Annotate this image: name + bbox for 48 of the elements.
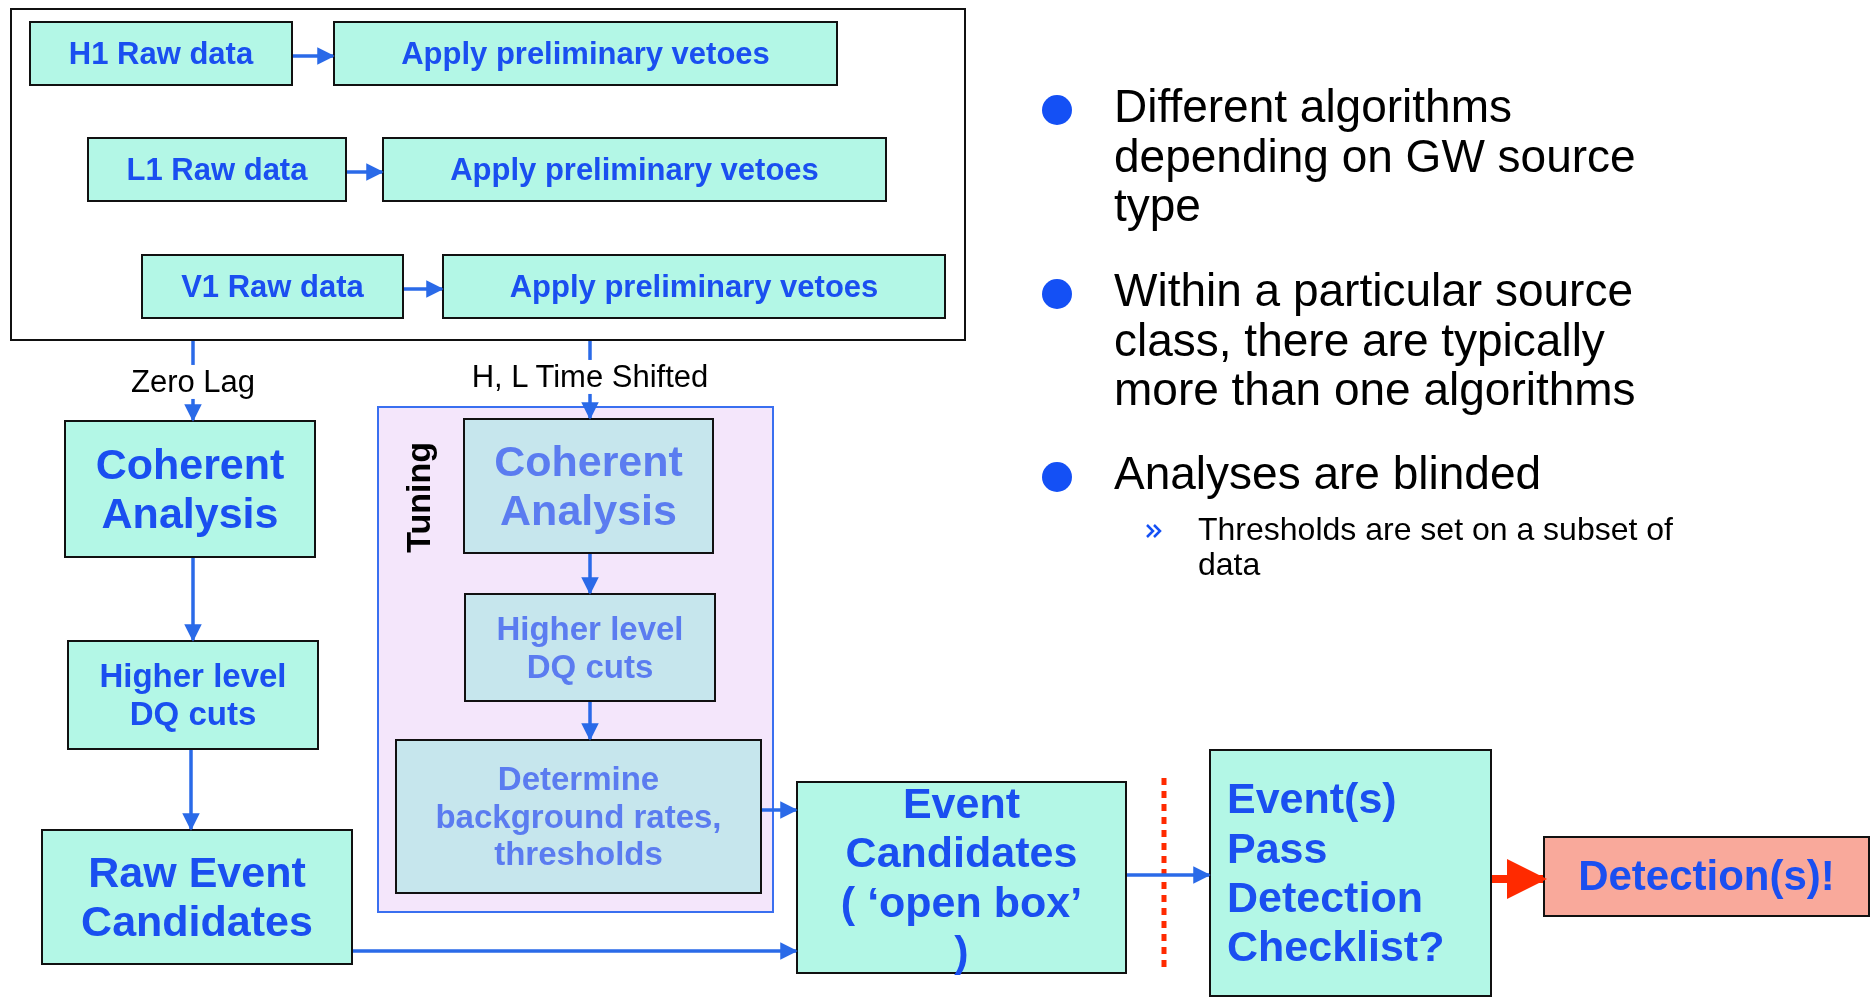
arrow [762,801,798,819]
arrow [293,47,335,65]
arrow [1127,866,1211,884]
process-box [395,739,762,894]
process-box [1209,749,1492,997]
arrow [353,942,798,960]
arrow [184,558,202,642]
process-box [442,254,946,319]
result-box [1543,836,1870,917]
box-label: Event Candidates ( ‘open box’ ) [839,778,1084,977]
bullet-text: Within a particular source class, there are typically more than one algorithms [1114,266,1637,415]
box-label: Coherent Analysis [493,436,684,536]
process-box [41,829,353,965]
box-label: Higher level DQ cuts [98,657,288,733]
process-box [141,254,404,319]
tuning-panel [377,406,774,913]
box-label: Raw Event Candidates [80,847,314,947]
box-label: Determine background rates, thresholds [434,759,723,874]
bullet-text: Analyses are blinded [1114,449,1542,499]
arrow [1492,859,1547,899]
bullet-text: Thresholds are set on a subset of data [1198,512,1674,582]
process-box [796,781,1127,974]
arrow [581,702,599,741]
box-label: L1 Raw data [126,151,308,188]
box-label: V1 Raw data [181,268,364,305]
arrow [347,163,384,181]
process-box [87,137,347,202]
arrow [404,280,444,298]
process-box [464,593,716,702]
box-label: Apply preliminary vetoes [509,268,879,305]
panel-heading: Tuning [401,442,435,553]
box-label: Higher level DQ cuts [495,609,685,686]
arrow [182,750,200,831]
box-label: Apply preliminary vetoes [450,151,819,188]
process-box [333,21,838,86]
process-box [29,21,293,86]
process-box [67,640,319,750]
bullet-text: Different algorithms depending on GW source type [1114,82,1637,231]
box-label: Apply preliminary vetoes [401,35,770,72]
box-label: Event(s) Pass Detection Checklist? [1227,774,1446,972]
process-box [382,137,887,202]
box-label: Detection(s)! [1578,852,1835,901]
process-box [463,418,714,554]
group-frame [10,8,966,341]
process-box [64,420,316,558]
arrow [581,554,599,595]
box-label: H1 Raw data [68,35,254,72]
box-label: Coherent Analysis [94,439,286,539]
